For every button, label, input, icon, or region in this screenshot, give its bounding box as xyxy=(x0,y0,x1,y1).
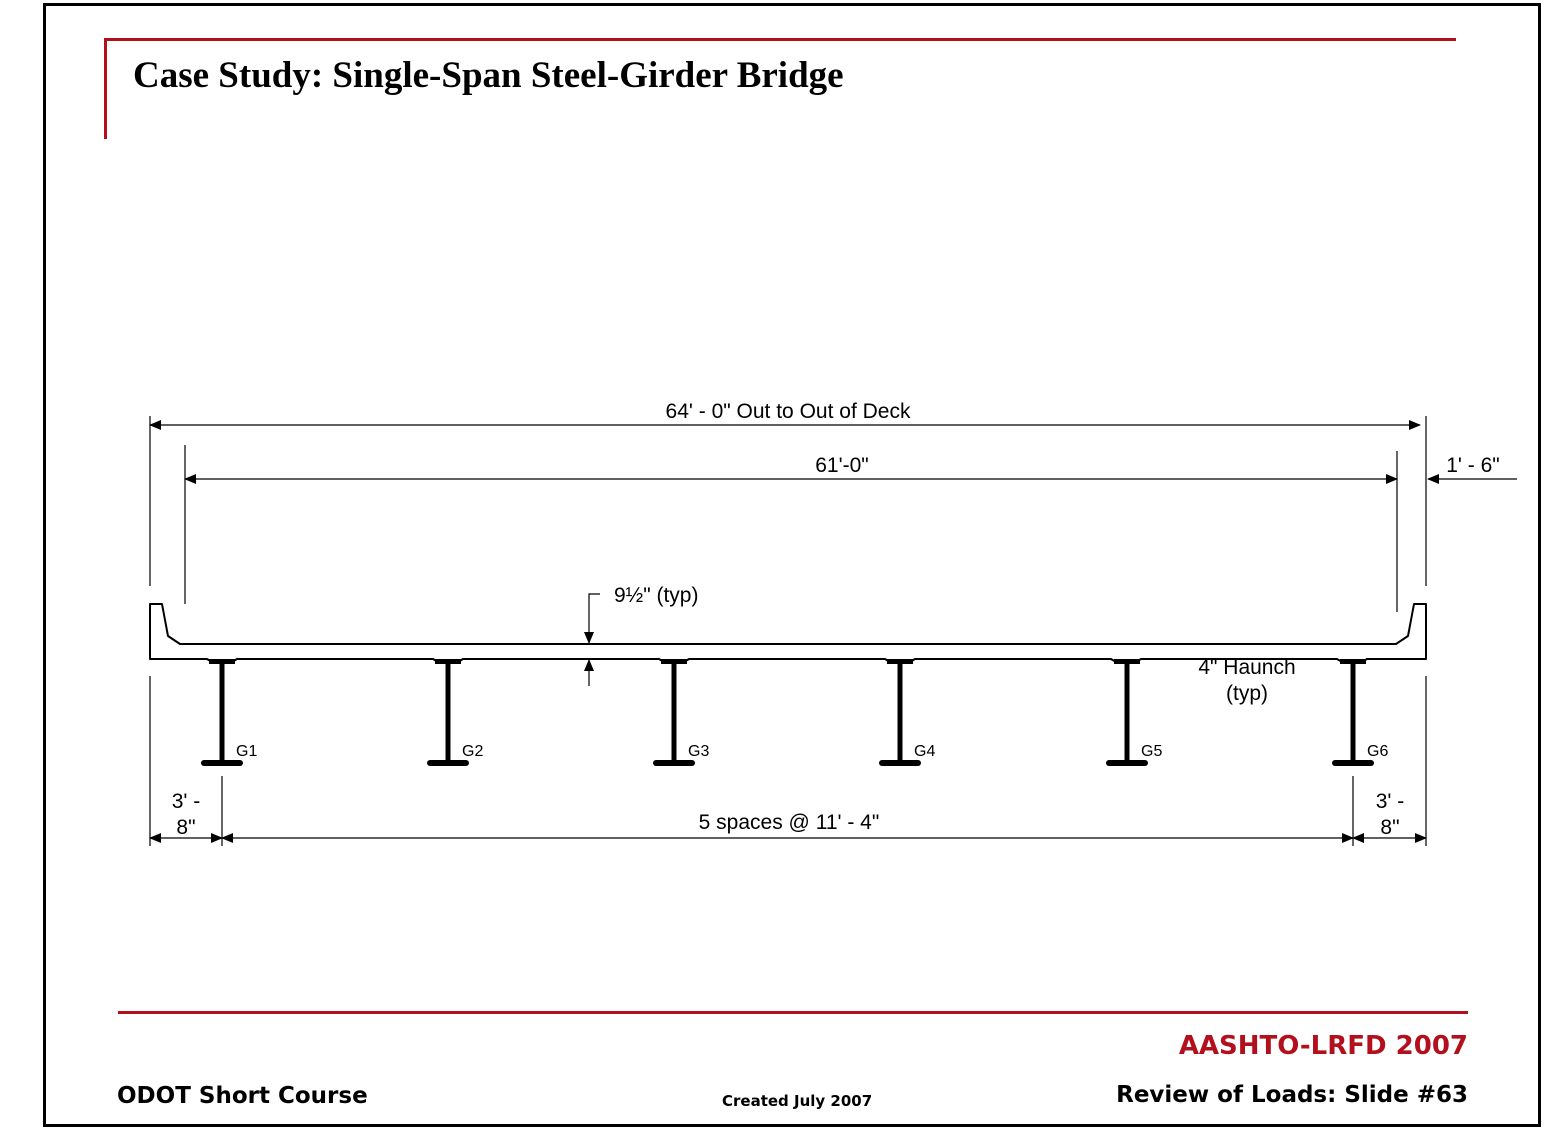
girder-bottom-flange xyxy=(201,760,243,766)
girder-g4: G4 xyxy=(879,659,935,766)
slide-frame xyxy=(43,3,1541,1127)
girder-web xyxy=(1124,663,1130,761)
girder-web xyxy=(671,663,677,761)
girder-top-flange xyxy=(1340,659,1366,664)
overhang-left-label-line2: 8" xyxy=(176,816,195,839)
standard-name: AASHTO-LRFD 2007 xyxy=(1178,1031,1468,1061)
girder-label: G4 xyxy=(914,743,935,760)
haunch-label-line2: (typ) xyxy=(1226,682,1268,705)
clear-width-label: 61'-0" xyxy=(815,454,869,477)
overhang-right-label-line2: 8" xyxy=(1380,816,1399,839)
course-name: ODOT Short Course xyxy=(117,1083,368,1109)
footer-rule xyxy=(118,1011,1468,1014)
girder-g3: G3 xyxy=(653,659,709,766)
deck-width-label: 64' - 0" Out to Out of Deck xyxy=(666,400,911,423)
title-left-rule xyxy=(104,38,107,139)
girder-top-flange xyxy=(435,659,461,664)
girder-label: G6 xyxy=(1367,743,1388,760)
created-date: Created July 2007 xyxy=(722,1092,873,1110)
extension-lines xyxy=(149,416,1427,846)
girder-bottom-flange xyxy=(1332,760,1374,766)
girder-label: G5 xyxy=(1141,743,1162,760)
girder-bottom-flange xyxy=(427,760,469,766)
girder-g5: G5 xyxy=(1106,659,1162,766)
barrier-width-label: 1' - 6" xyxy=(1446,454,1499,477)
girder-top-flange xyxy=(1114,659,1140,664)
girder-web xyxy=(1350,663,1356,761)
deck-slab-outline xyxy=(149,603,1427,663)
girders: G1 G2 G3 G4 G5 G6 xyxy=(201,659,1388,766)
girder-bottom-flange xyxy=(1106,760,1148,766)
girder-web xyxy=(445,663,451,761)
overhang-right-label-line1: 3' - xyxy=(1376,790,1405,813)
title-top-rule xyxy=(104,38,1456,41)
girder-top-flange xyxy=(661,659,687,664)
girder-g6: G6 xyxy=(1332,659,1388,766)
slide-title: Case Study: Single-Span Steel-Girder Bri… xyxy=(133,55,844,96)
girder-g1: G1 xyxy=(201,659,257,766)
girder-label: G2 xyxy=(462,743,483,760)
girder-bottom-flange xyxy=(879,760,921,766)
haunch-label-line1: 4" Haunch xyxy=(1198,656,1295,679)
girder-web xyxy=(897,663,903,761)
overhang-left-label-line1: 3' - xyxy=(172,790,201,813)
girder-web xyxy=(219,663,225,761)
girder-spacing-label: 5 spaces @ 11' - 4" xyxy=(699,811,880,834)
girder-label: G3 xyxy=(688,743,709,760)
deck-thickness-label: 9½" (typ) xyxy=(614,584,698,607)
girder-g2: G2 xyxy=(427,659,483,766)
deck-thickness-leader-top xyxy=(584,593,600,644)
dimension-lines xyxy=(149,420,1517,843)
girder-label: G1 xyxy=(236,743,257,760)
girder-top-flange xyxy=(887,659,913,664)
slide-reference: Review of Loads: Slide #63 xyxy=(1116,1082,1468,1108)
girder-top-flange xyxy=(209,659,235,664)
girder-bottom-flange xyxy=(653,760,695,766)
